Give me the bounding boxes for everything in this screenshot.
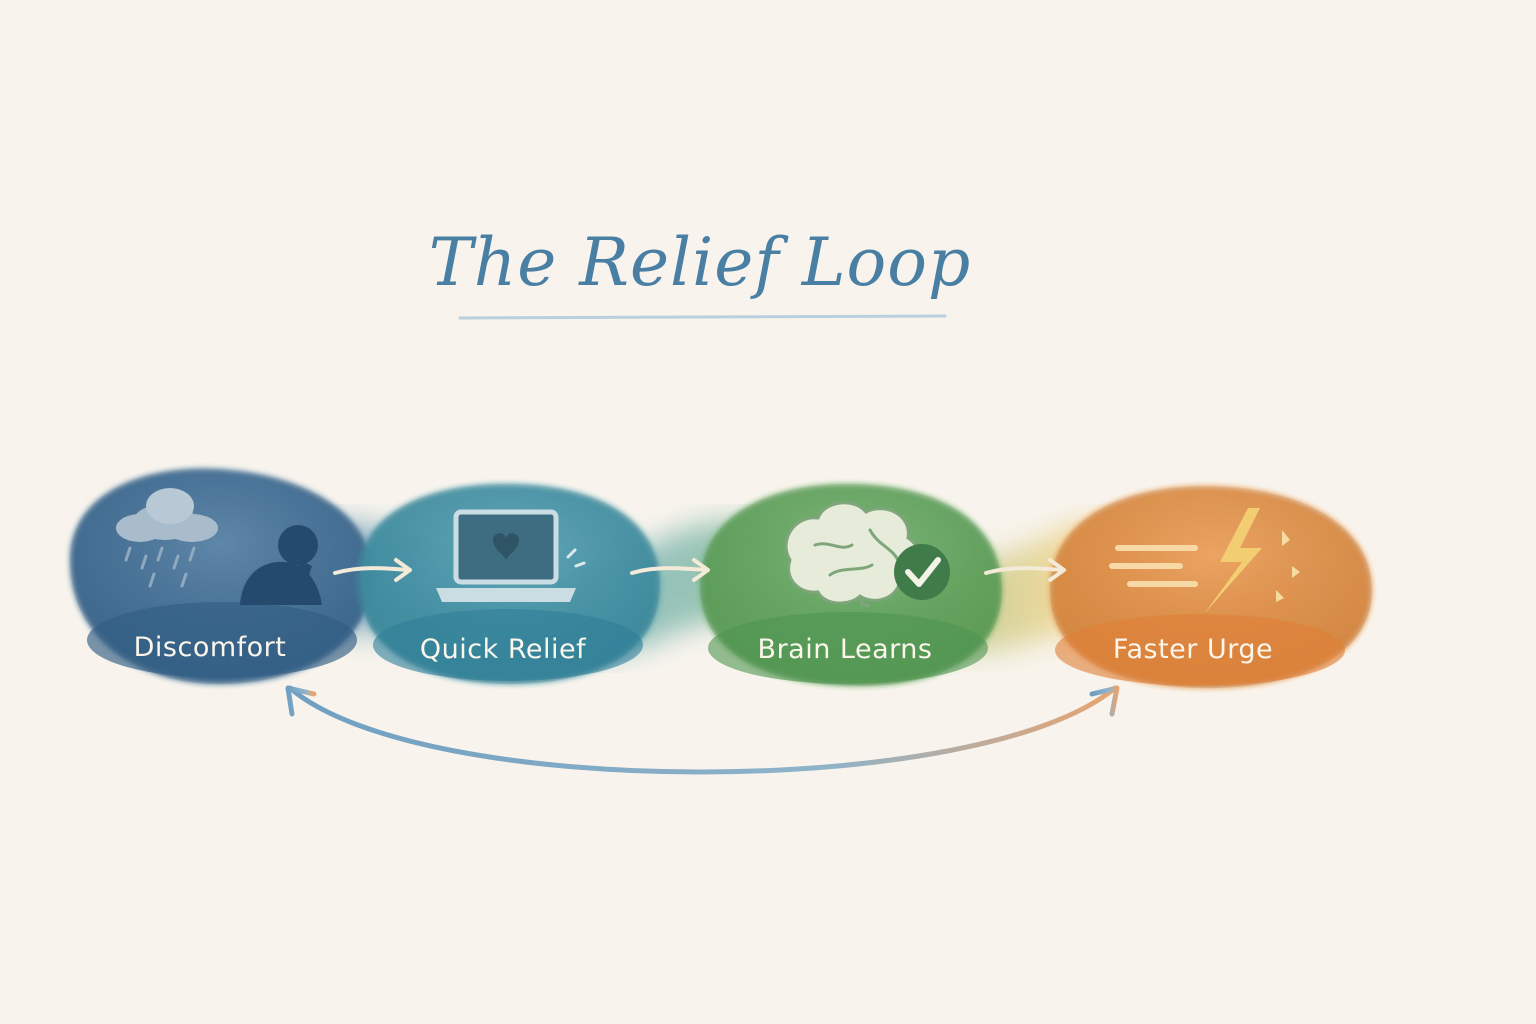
checkmark-icon	[894, 544, 950, 600]
stage-faster-urge-label: Faster Urge	[1113, 634, 1273, 665]
stage-discomfort: Discomfort	[70, 468, 372, 685]
arrow-brain-learns-to-faster-urge	[984, 558, 1066, 582]
title-underline	[458, 314, 947, 320]
stage-brain-learns: Brain Learns	[700, 483, 1002, 687]
loop-back-arrow	[285, 685, 1120, 775]
page-title: The Relief Loop	[429, 224, 972, 301]
stage-quick-relief: Quick Relief	[358, 483, 660, 684]
arrow-quick-relief-to-brain-learns	[630, 558, 710, 582]
distressed-person-icon	[240, 525, 322, 605]
stage-brain-learns-label: Brain Learns	[758, 634, 933, 665]
stage-quick-relief-label: Quick Relief	[420, 634, 587, 665]
stage-discomfort-label: Discomfort	[134, 632, 287, 663]
speed-lines-icon	[1109, 545, 1198, 587]
laptop-heart-icon	[436, 509, 586, 602]
lightning-icon	[1204, 508, 1300, 614]
arrow-discomfort-to-quick-relief	[333, 558, 412, 582]
stage-faster-urge: Faster Urge	[1050, 486, 1372, 689]
rain-cloud-icon	[116, 488, 218, 588]
